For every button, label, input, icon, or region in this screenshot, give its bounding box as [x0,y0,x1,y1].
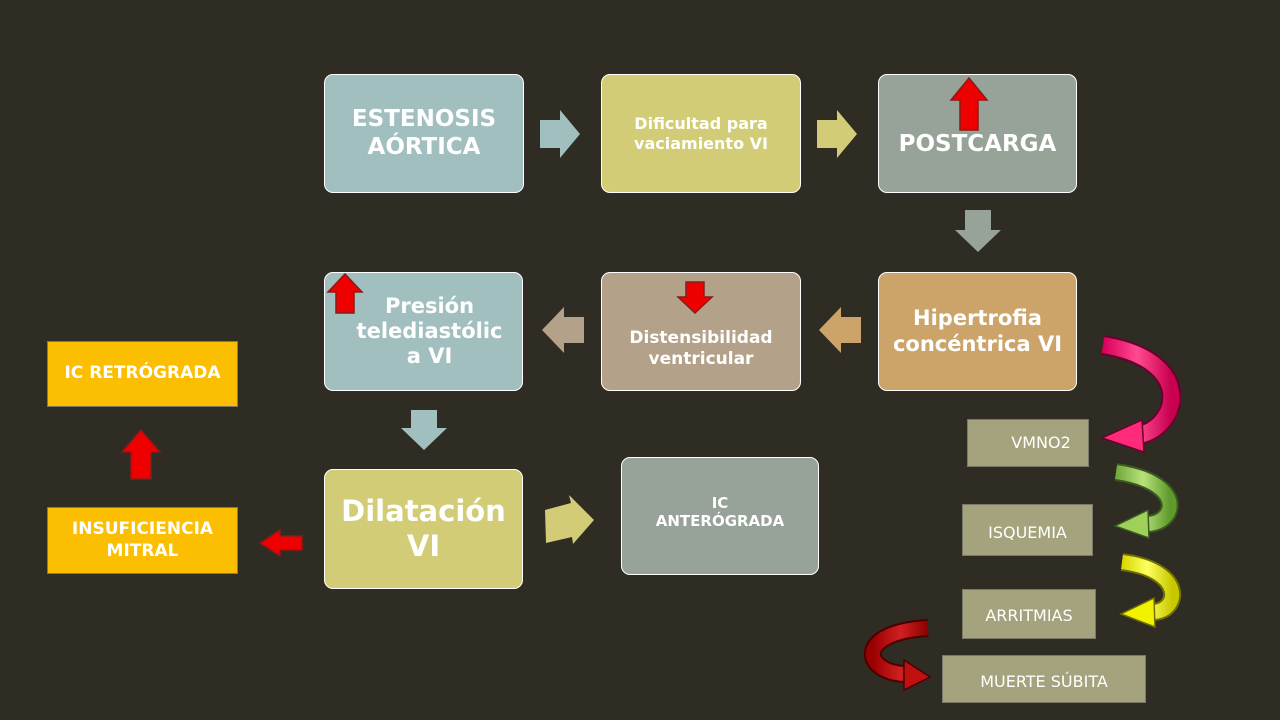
node-dilatacion: Dilatación VI [324,469,523,589]
node-label: Dilatación VI [341,494,506,563]
node-label: ARRITMIAS [985,606,1073,625]
node-insuficiencia-mitral: INSUFICIENCIA MITRAL [47,507,238,574]
curved-arrow-magenta-icon [1099,335,1182,454]
node-label: MUERTE SÚBITA [980,672,1108,691]
arrow-up-red-icon [120,428,162,480]
node-estenosis-aortica: ESTENOSIS AÓRTICA [324,74,524,193]
arrow-right-icon [817,110,857,158]
curved-arrow-green-icon [1113,463,1179,540]
arrow-down-icon [955,210,1001,252]
node-arritmias: ARRITMIAS [962,589,1096,639]
arrow-up-red-icon [949,76,989,131]
node-label: Dificultad para vaciamiento VI [634,114,768,153]
node-vmno2: VMNO2 [967,419,1089,467]
node-label: POSTCARGA [898,130,1057,157]
node-label: ISQUEMIA [988,523,1067,542]
node-postcarga: POSTCARGA [878,74,1077,193]
node-muerte-subita: MUERTE SÚBITA [942,655,1146,703]
arrow-left-red-icon [258,528,303,558]
arrow-right-icon [545,495,594,544]
node-label: ESTENOSIS AÓRTICA [351,105,497,160]
curved-arrow-yellow-icon [1119,553,1182,629]
arrow-up-red-icon [326,272,364,314]
node-label: Hipertrofia concéntrica VI [892,306,1063,356]
node-label: Distensibilidad ventricular [629,328,773,369]
node-label: IC RETRÓGRADA [64,363,221,384]
node-ic-anterograda: IC ANTERÓGRADA [621,457,819,575]
arrow-down-icon [401,410,447,450]
node-label: Presión telediastólic a VI [356,293,503,369]
node-dificultad-vaciamiento: Dificultad para vaciamiento VI [601,74,801,193]
node-ic-retrograda: IC RETRÓGRADA [47,341,238,407]
node-isquemia: ISQUEMIA [962,504,1093,556]
arrow-right-icon [540,110,580,158]
node-label: INSUFICIENCIA MITRAL [71,519,214,561]
arrow-left-icon [819,307,861,353]
node-label: VMNO2 [1011,433,1071,452]
arrow-left-icon [542,307,584,353]
node-label: IC ANTERÓGRADA [655,494,785,530]
curved-arrow-darkred-icon [863,619,932,692]
node-hipertrofia: Hipertrofia concéntrica VI [878,272,1077,391]
arrow-down-red-icon [676,281,714,315]
